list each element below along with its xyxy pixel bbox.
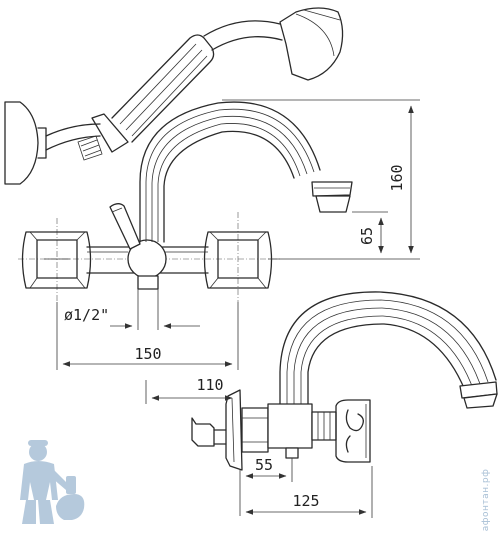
- dimension-110: 110: [145, 376, 233, 404]
- dimension-65-label: 65: [358, 227, 376, 245]
- dimension-160-label: 160: [388, 164, 406, 191]
- watermark-site-text: афонтан.рф: [481, 469, 491, 532]
- dimension-160: 160: [222, 99, 420, 260]
- dimension-55: 55: [239, 456, 293, 516]
- dimension-55-label: 55: [255, 456, 273, 474]
- plumber-mascot-logo: [20, 440, 85, 524]
- side-view-drawing: [191, 291, 498, 471]
- dimension-125: 125: [245, 466, 373, 518]
- dimension-150: 150: [56, 302, 239, 370]
- front-view-drawing: [18, 101, 353, 302]
- dimension-thread-label: ø1/2": [64, 306, 109, 324]
- dimension-thread: ø1/2": [64, 289, 200, 330]
- dimension-65: 65: [352, 211, 388, 254]
- dimension-125-label: 125: [292, 492, 319, 510]
- dimension-110-label: 110: [196, 376, 223, 394]
- hand-shower-drawing: [4, 7, 344, 185]
- dimension-150-label: 150: [134, 345, 161, 363]
